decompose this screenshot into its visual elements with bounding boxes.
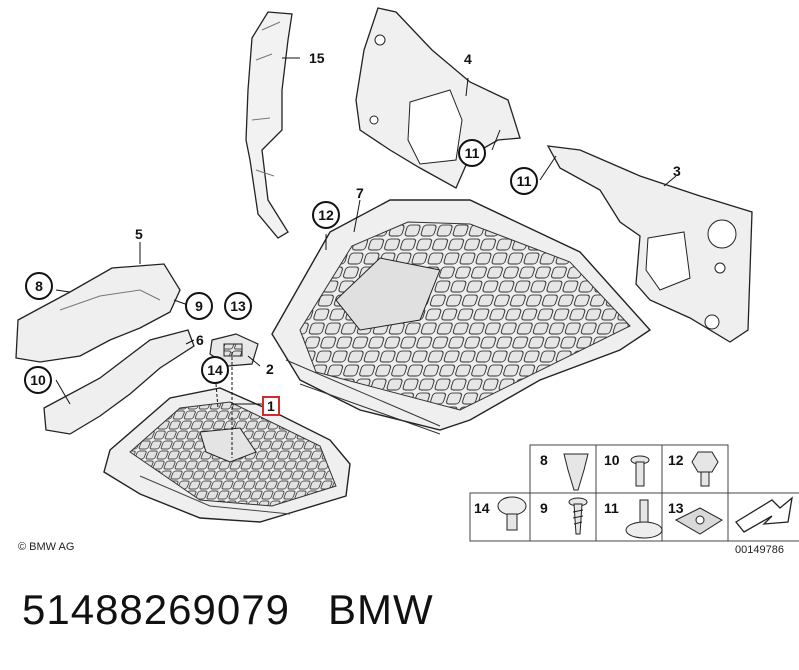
part-footer: 51488269079 BMW (22, 586, 434, 634)
callout-3: 3 (673, 163, 681, 179)
brand-name: BMW (327, 586, 434, 633)
callout-2: 2 (266, 361, 274, 377)
callout-11-top: 11 (458, 139, 486, 167)
clip-nut-icon (563, 453, 589, 491)
callout-6: 6 (196, 332, 204, 348)
part-3-panel (546, 145, 753, 343)
hex-bolt-icon (691, 451, 719, 487)
drawing-number: 00149786 (735, 544, 784, 556)
part-4-panel (355, 7, 521, 189)
copyright-text: © BMW AG (18, 541, 75, 553)
expanding-rivet-icon (497, 496, 527, 531)
callout-13: 13 (224, 292, 252, 320)
orientation-arrow-icon (735, 496, 793, 533)
part-5-bracket (15, 263, 181, 363)
fastener-label-11: 11 (604, 500, 619, 516)
callout-8: 8 (25, 272, 53, 300)
fastener-label-12: 12 (668, 452, 684, 468)
parts-diagram (15, 7, 799, 542)
callout-11-right: 11 (510, 167, 538, 195)
push-rivet-icon (630, 455, 650, 487)
self-tapping-screw-icon (568, 497, 588, 535)
part-number: 51488269079 (22, 586, 290, 633)
callout-5: 5 (135, 226, 143, 242)
callout-10: 10 (24, 366, 52, 394)
callout-1-highlighted[interactable]: 1 (262, 396, 280, 416)
callout-9: 9 (185, 292, 213, 320)
fastener-label-10: 10 (604, 452, 620, 468)
callout-12: 12 (312, 201, 340, 229)
callout-15: 15 (309, 50, 325, 66)
fastener-label-8: 8 (540, 452, 548, 468)
callout-14: 14 (201, 356, 229, 384)
fastener-label-9: 9 (540, 500, 548, 516)
leader-lines (55, 57, 677, 458)
callout-4: 4 (464, 51, 472, 67)
fastener-label-14: 14 (474, 500, 490, 516)
part-7-underbody-shield (271, 199, 652, 435)
callout-7: 7 (356, 185, 364, 201)
stud-icon (625, 499, 663, 539)
speed-nut-icon (674, 507, 723, 535)
part-6-bracket (43, 329, 195, 435)
part-1-front-shield (103, 387, 351, 523)
fastener-label-13: 13 (668, 500, 684, 516)
part-15-strip (245, 11, 293, 239)
